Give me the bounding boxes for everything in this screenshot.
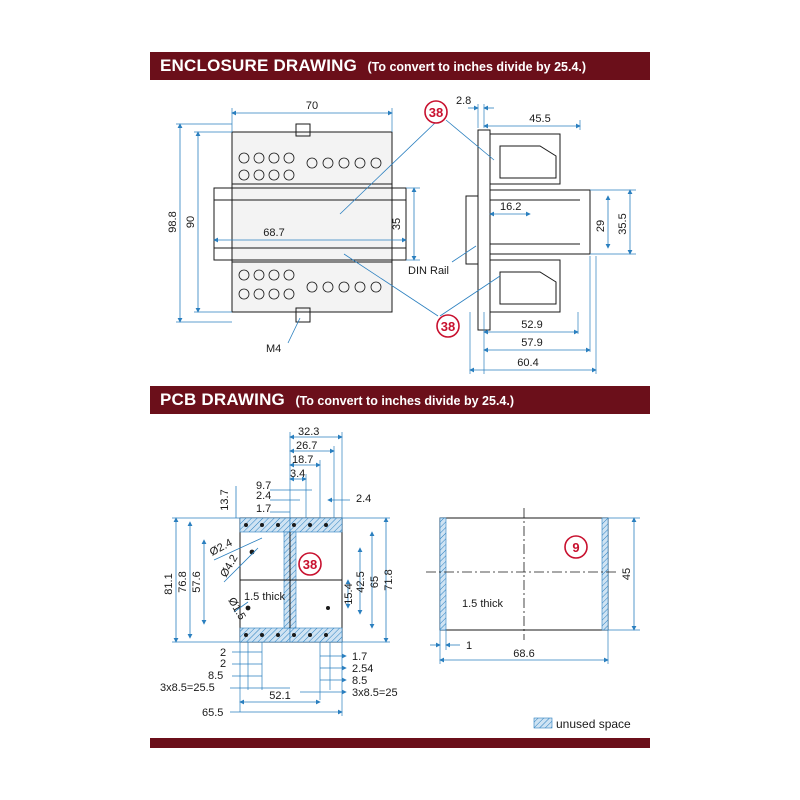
pcb-drawing-banner: PCB DRAWING (To convert to inches divide… xyxy=(150,386,650,414)
dim-pcb-left-h3: 57.6 xyxy=(191,571,203,592)
enclosure-front-view: 70 98.8 90 68.7 35 M4 xyxy=(167,100,420,355)
footer-bar xyxy=(150,738,650,748)
dim-pcb-right-h3: 65 xyxy=(369,576,381,588)
enclosure-drawing-banner: ENCLOSURE DRAWING (To convert to inches … xyxy=(150,52,650,80)
dim-pcb-top-3: 18.7 xyxy=(292,454,313,466)
pcb-left-view: 38 1.5 thick 32.3 26.7 18.7 3.4 9.7 2.4 … xyxy=(160,426,398,719)
pcb-callout-38: 38 xyxy=(303,557,317,572)
dim-width-top: 70 xyxy=(306,100,318,112)
dim-pcb-right-h4: 71.8 xyxy=(383,569,395,590)
dim-height-outer: 98.8 xyxy=(167,211,179,232)
enclosure-note: (To convert to inches divide by 25.4.) xyxy=(367,60,587,74)
dim-pcb-right-h1: 15.4 xyxy=(343,583,355,604)
din-rail-label: DIN Rail xyxy=(408,265,449,277)
legend-label: unused space xyxy=(556,717,631,731)
legend-swatch xyxy=(533,717,553,729)
dim-pcb-left-top-2: 2.4 xyxy=(256,490,271,502)
dim-side-bottom-1: 52.9 xyxy=(521,319,542,331)
dim-pcb-bottom-2: 65.5 xyxy=(202,707,223,719)
dim-side-rail-depth: 16.2 xyxy=(500,201,521,213)
enclosure-side-view: 2.8 45.5 16.2 29 35.5 DIN Rail 52.9 57.9… xyxy=(408,95,636,374)
pcb-note: (To convert to inches divide by 25.4.) xyxy=(295,394,515,408)
dim-pcb-left-h2: 76.8 xyxy=(177,571,189,592)
dim-pcb-left-top-3: 1.7 xyxy=(256,503,271,515)
dim-side-h1: 29 xyxy=(595,220,607,232)
dim-pcb-vert-small: 13.7 xyxy=(219,489,231,510)
dim-pcb-br-2: 2.54 xyxy=(352,663,373,675)
pcb-thickness-right: 1.5 thick xyxy=(462,598,503,610)
dim-pcb-br-4: 3x8.5=25 xyxy=(352,687,398,699)
dim-pcb-right-top: 2.4 xyxy=(356,493,371,505)
dim-rail-height: 35 xyxy=(391,218,403,230)
enclosure-title: ENCLOSURE DRAWING xyxy=(160,56,358,75)
dim-side-top-small: 2.8 xyxy=(456,95,471,107)
dim-pcb-bottom-1: 52.1 xyxy=(269,690,290,702)
dim-pcb-right-width: 68.6 xyxy=(513,648,534,660)
pcb-right-view: 9 1.5 thick 45 1 68.6 xyxy=(426,508,640,664)
dim-height-inner: 90 xyxy=(185,216,197,228)
dim-side-bottom-3: 60.4 xyxy=(517,357,538,369)
dim-pcb-right-small: 1 xyxy=(466,640,472,652)
enclosure-callout-bottom: 38 xyxy=(343,253,501,338)
dim-pcb-left-h1: 81.1 xyxy=(163,573,175,594)
dim-side-bottom-2: 57.9 xyxy=(521,337,542,349)
dim-pcb-bl-2: 2 xyxy=(220,658,226,670)
dim-pcb-top-1: 32.3 xyxy=(298,426,319,438)
dim-pcb-right-h2: 42.5 xyxy=(355,571,367,592)
pcb-title: PCB DRAWING xyxy=(160,390,285,409)
dim-pcb-bl-1: 2 xyxy=(220,647,226,659)
dim-pcb-top-2: 26.7 xyxy=(296,440,317,452)
dim-pcb-left-top-1: 9.7 xyxy=(256,480,271,492)
dim-pcb-br-1: 1.7 xyxy=(352,651,367,663)
callout-38-top: 38 xyxy=(429,105,443,120)
pcb-callout-9: 9 xyxy=(572,540,579,555)
dim-pcb-br-3: 8.5 xyxy=(352,675,367,687)
screw-label: M4 xyxy=(266,343,281,355)
dim-pcb-right-height: 45 xyxy=(621,568,633,580)
dim-pcb-bl-4: 3x8.5=25.5 xyxy=(160,682,215,694)
pcb-thickness-left: 1.5 thick xyxy=(244,591,285,603)
dim-side-top-width: 45.5 xyxy=(529,113,550,125)
enclosure-callout-top: 38 xyxy=(339,100,495,215)
dim-pcb-top-4: 3.4 xyxy=(290,468,305,480)
dim-side-h2: 35.5 xyxy=(617,213,629,234)
callout-38-bottom: 38 xyxy=(441,319,455,334)
dim-inner-width: 68.7 xyxy=(263,227,284,239)
dim-pcb-bl-3: 8.5 xyxy=(208,670,223,682)
legend: unused space xyxy=(533,717,631,731)
